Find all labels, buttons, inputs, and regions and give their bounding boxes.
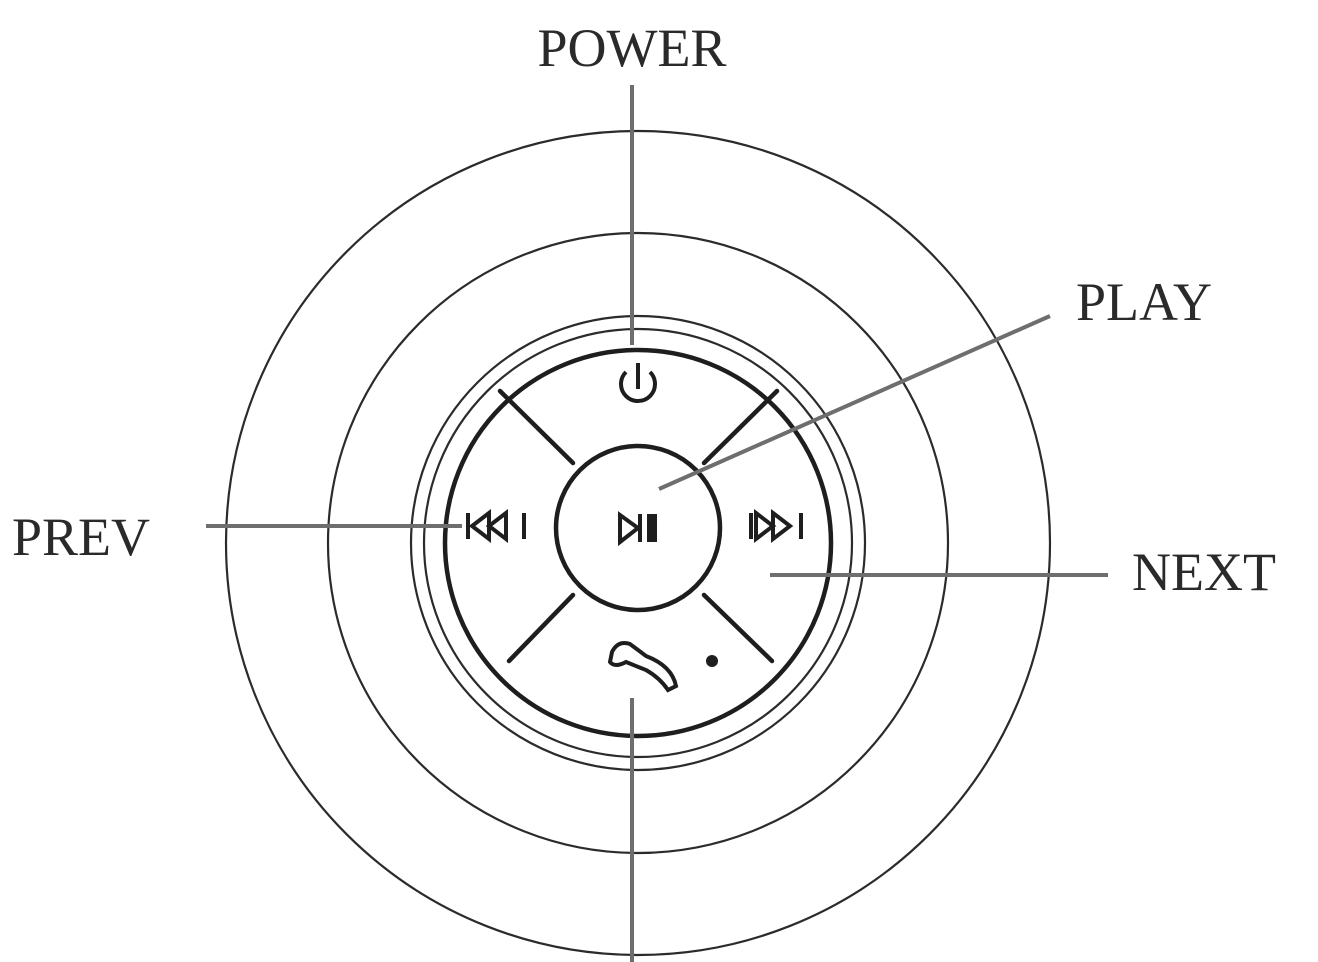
- led-dot: [706, 655, 718, 667]
- outer-ring: [224, 129, 1052, 957]
- divider-top-right: [701, 388, 780, 466]
- control-pad: [442, 347, 834, 739]
- label-play: PLAY: [1076, 272, 1212, 332]
- label-next: NEXT: [1132, 542, 1276, 602]
- middle-ring: [326, 231, 950, 855]
- skip-next-icon: [749, 508, 803, 544]
- divider-bottom-left: [506, 592, 576, 664]
- inner-ring: [409, 314, 867, 772]
- skip-previous-icon: [466, 508, 526, 544]
- leader-play: [658, 314, 1051, 491]
- bezel-ring: [422, 327, 854, 759]
- label-power: POWER: [538, 18, 727, 78]
- divider-bottom-right: [701, 592, 775, 664]
- play-button[interactable]: [553, 443, 723, 613]
- play-pause-icon: [618, 511, 657, 547]
- power-icon: [619, 363, 657, 404]
- label-prev: PREV: [12, 507, 150, 567]
- divider-top-left: [497, 388, 576, 466]
- phone-handset-icon: [607, 641, 679, 693]
